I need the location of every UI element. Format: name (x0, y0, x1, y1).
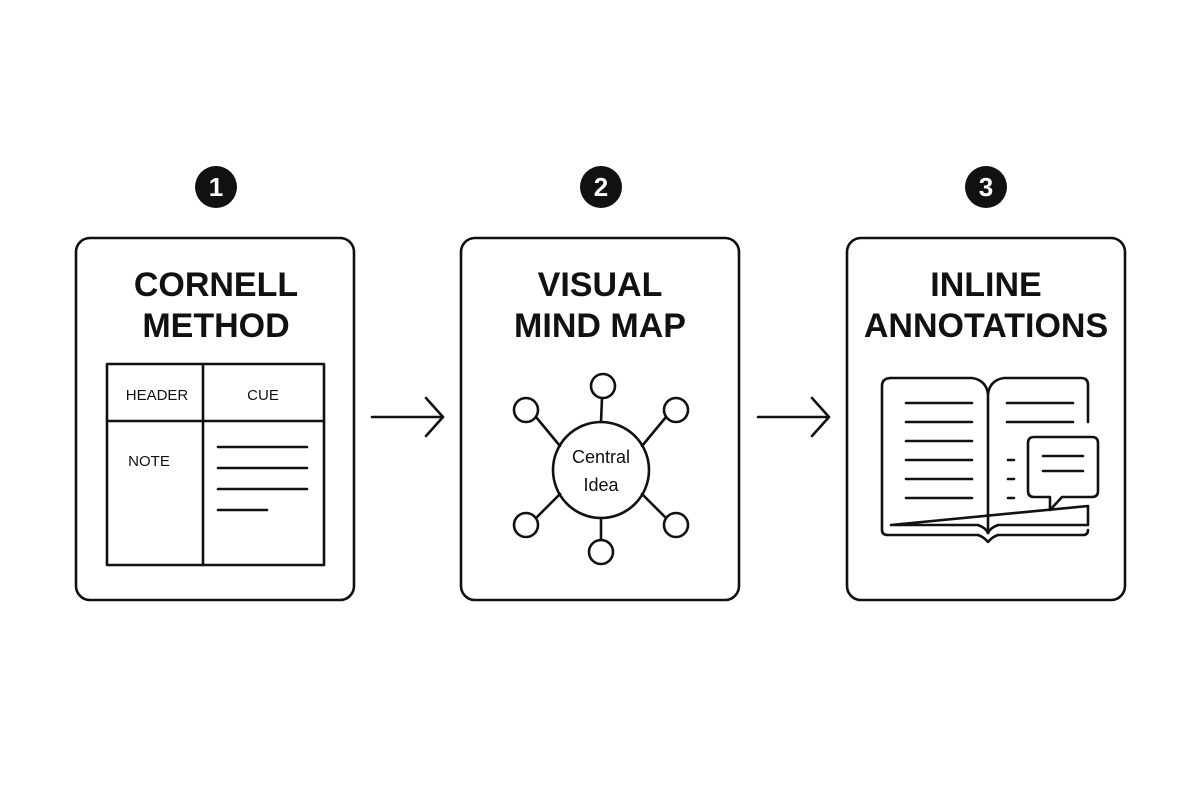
card-title-line2: MIND MAP (514, 307, 686, 345)
mind-map-icon: Central Idea (512, 372, 690, 566)
card-inline-annotations (845, 236, 1127, 602)
step-number-1: 1 (209, 172, 223, 202)
central-idea-line1: Central (572, 447, 630, 467)
step-badge-1 (195, 166, 237, 208)
open-book-with-comment-icon (880, 376, 1100, 544)
card-title-line1: INLINE (930, 266, 1041, 304)
step-badge-3 (965, 166, 1007, 208)
arrow-right-icon (756, 396, 831, 438)
card-title-line1: CORNELL (134, 266, 298, 304)
table-header-label: HEADER (126, 387, 189, 404)
card-title-line2: ANNOTATIONS (864, 307, 1108, 345)
card-mind-map (459, 236, 741, 602)
step-badge-2 (580, 166, 622, 208)
table-note-label: NOTE (128, 453, 170, 470)
text-lines-icon (216, 445, 309, 512)
card-title-line1: VISUAL (538, 266, 663, 304)
arrow-right-icon (370, 396, 445, 438)
cornell-table: HEADER CUE NOTE (105, 362, 326, 567)
card-title-line2: METHOD (142, 307, 289, 345)
card-cornell (74, 236, 356, 602)
step-3: 3 INLINE ANNOTATIONS (845, 166, 1127, 602)
step-1: 1 CORNELL METHOD HEADER CUE NOTE (74, 166, 356, 602)
step-number-2: 2 (594, 172, 608, 202)
central-idea-line2: Idea (583, 475, 619, 495)
central-node (551, 420, 651, 520)
table-cue-label: CUE (247, 387, 279, 404)
step-number-3: 3 (979, 172, 993, 202)
step-2: 2 VISUAL MIND MAP Central Idea (459, 166, 741, 602)
comment-bubble-icon (1026, 435, 1100, 512)
